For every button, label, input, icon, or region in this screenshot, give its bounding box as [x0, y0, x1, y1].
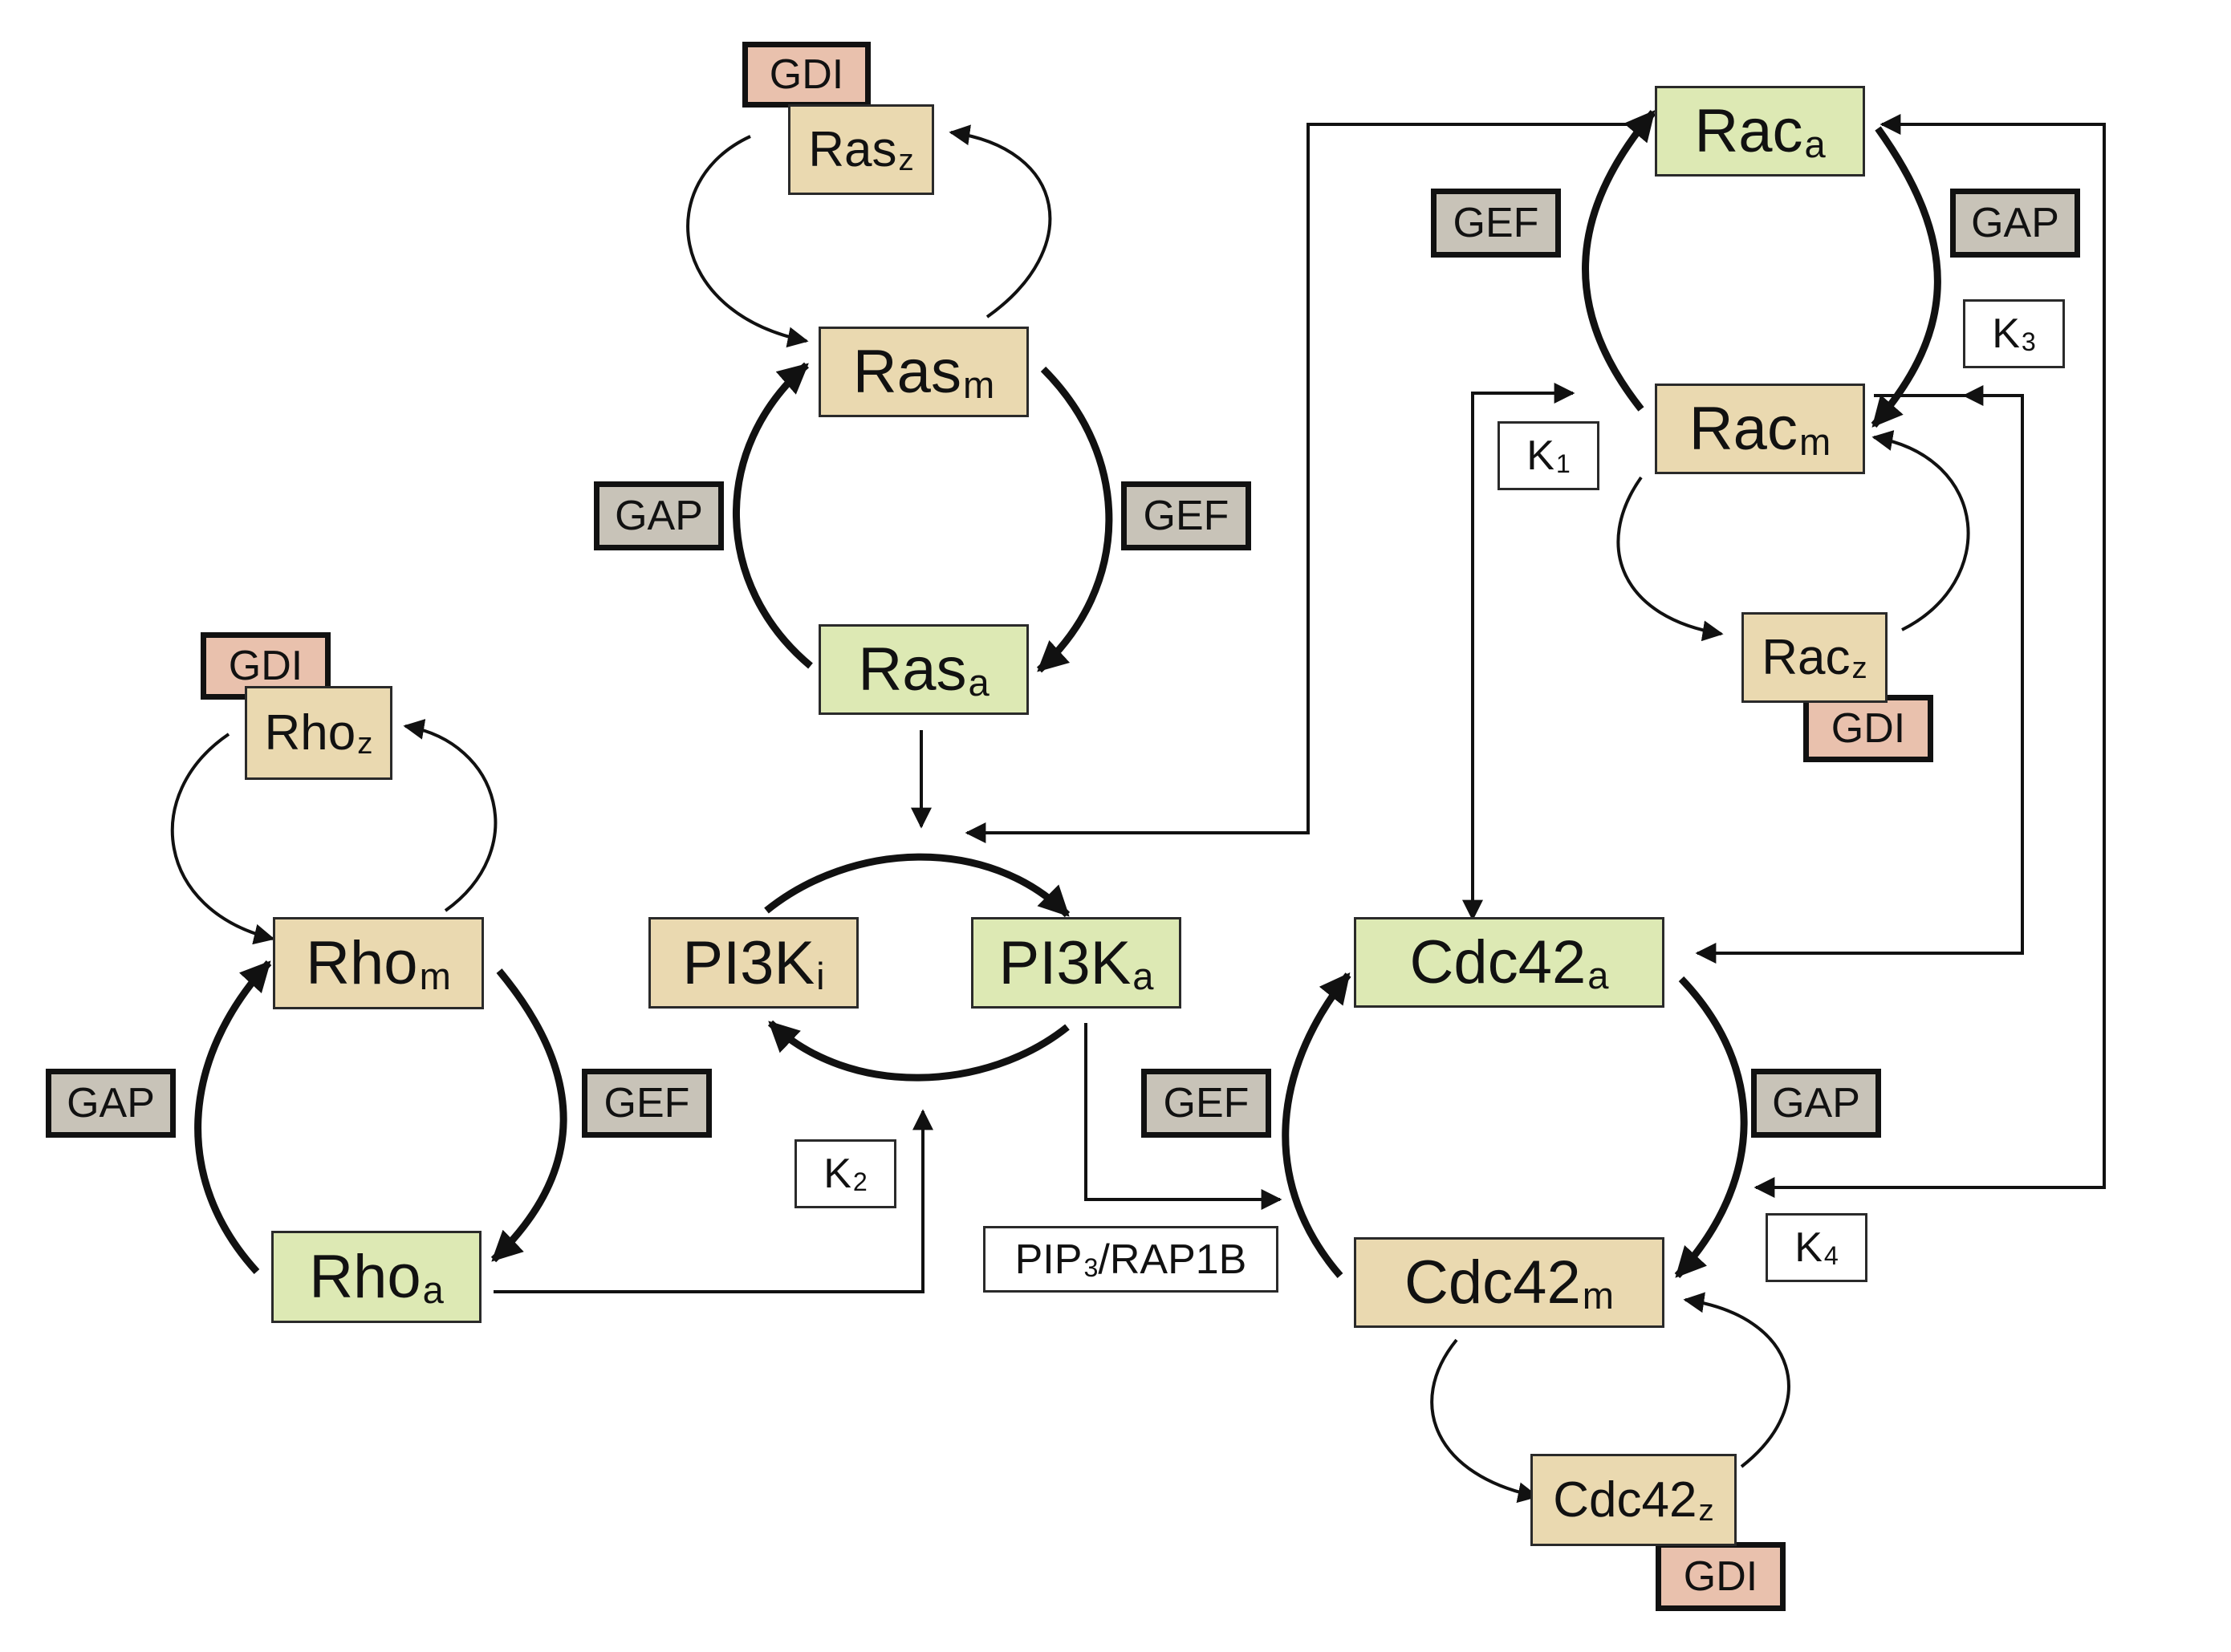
- gdi-box-ras: GDI: [742, 42, 871, 108]
- arrow-cdc42m-to-cdc42z: [1430, 1338, 1539, 1504]
- arrow-rhom-to-rhoa: [490, 968, 567, 1263]
- arrow-rhoz-to-rhom: [170, 733, 275, 945]
- arrow-pi3ka-to-cdc42: [1084, 1023, 1282, 1210]
- arrow-racm-to-raca: [1582, 110, 1656, 412]
- arrow-pi3ki-to-pi3ka: [764, 853, 1071, 918]
- arrow-rasz-to-rasm: [686, 135, 809, 348]
- arrow-cdc42a-to-cdc42m: [1674, 976, 1748, 1279]
- arrow-rasm-to-rasz: [949, 124, 1052, 319]
- arrow-rasm-to-rasa: [1036, 366, 1113, 673]
- gef-box-rac: GEF: [1431, 189, 1561, 258]
- arrow-cdc42m-to-raca: [1879, 114, 2106, 1187]
- arrow-raca-to-pi3k: [965, 123, 1649, 843]
- gap-box-ras: GAP: [594, 481, 724, 550]
- arrow-raca-to-racm: [1871, 126, 1941, 428]
- gef-box-cdc42: GEF: [1141, 1069, 1271, 1138]
- arrow-cdc42a-to-racm: [1471, 383, 1575, 919]
- arrow-rhoa-to-pi3k: [494, 1109, 933, 1293]
- gdi-box-rac: GDI: [1803, 695, 1933, 762]
- arrow-cdc42a-to-racm-right: [1962, 385, 2024, 953]
- gef-box-rho: GEF: [582, 1069, 712, 1138]
- arrow-rhom-to-rhoz: [403, 719, 498, 912]
- gdi-box-cdc42: GDI: [1656, 1542, 1786, 1611]
- arrow-cdc42z-to-cdc42m: [1683, 1292, 1790, 1468]
- arrow-racz-to-racm: [1871, 430, 1970, 631]
- gap-box-cdc42: GAP: [1751, 1069, 1881, 1138]
- arrow-rhoa-to-rhom: [194, 960, 272, 1275]
- arrow-racm-to-racz: [1616, 476, 1724, 642]
- gap-box-rac: GAP: [1950, 189, 2080, 258]
- gef-box-ras: GEF: [1121, 481, 1251, 550]
- gap-box-rho: GAP: [46, 1069, 176, 1138]
- arrow-rasa-to-rasm: [733, 362, 813, 669]
- arrow-cdc42m-to-cdc42a: [1282, 972, 1351, 1278]
- arrow-pi3ka-to-pi3ki: [767, 1020, 1070, 1082]
